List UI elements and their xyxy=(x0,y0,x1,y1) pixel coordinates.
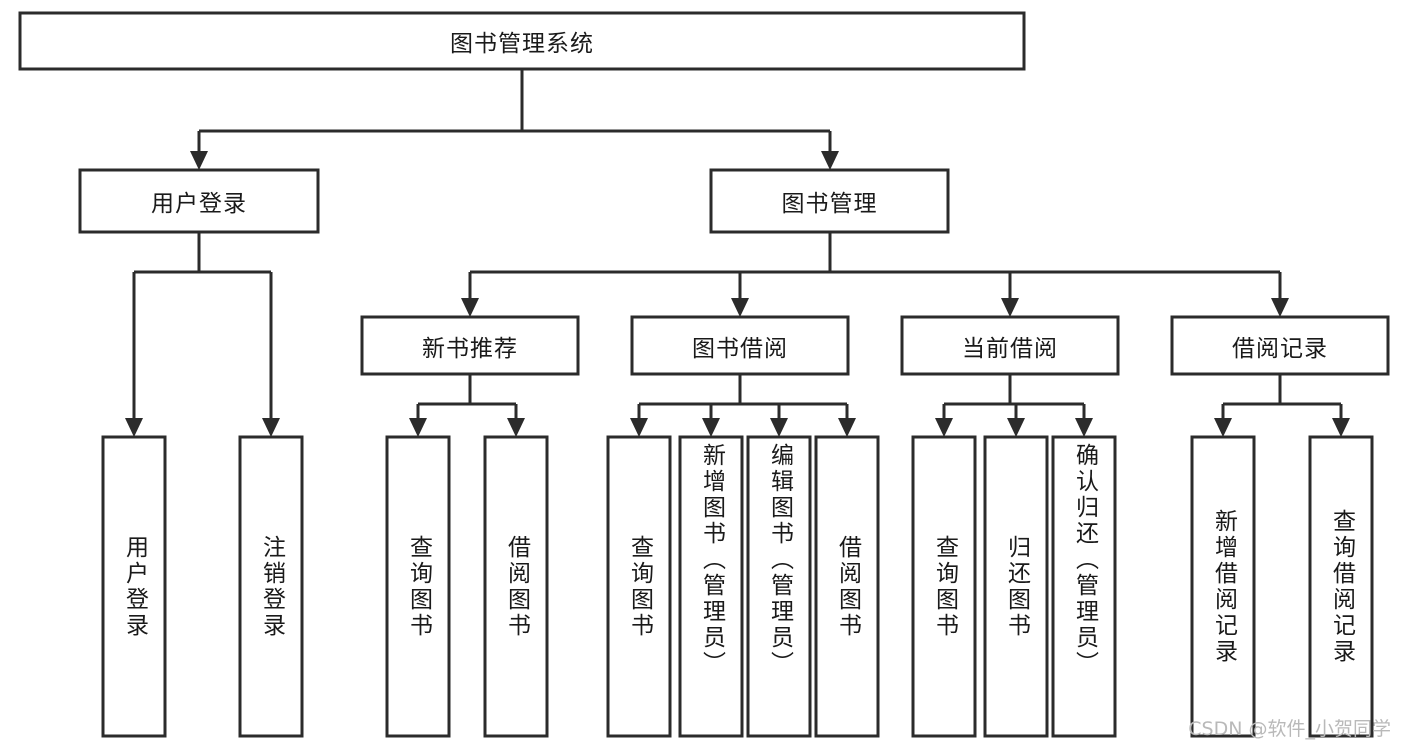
connector-group-new-book-recommend xyxy=(409,374,525,437)
node-box-new-book-recommend[interactable] xyxy=(360,315,580,376)
node-box-leaf-add-book-admin[interactable] xyxy=(678,435,744,738)
node-box-root[interactable] xyxy=(18,11,1026,71)
connector-group-borrow-record xyxy=(1214,374,1350,437)
node-box-leaf-query-borrow-record[interactable] xyxy=(1308,435,1374,738)
node-box-leaf-confirm-return-admin[interactable] xyxy=(1051,435,1117,738)
node-box-leaf-borrow-book[interactable] xyxy=(814,435,880,738)
node-box-book-manage[interactable] xyxy=(709,168,950,234)
node-box-leaf-logout[interactable] xyxy=(238,435,304,738)
node-box-leaf-query-book-current[interactable] xyxy=(911,435,977,738)
node-box-borrow-record[interactable] xyxy=(1170,315,1390,376)
node-box-leaf-return-book[interactable] xyxy=(983,435,1049,738)
node-box-leaf-borrow-book-recommend[interactable] xyxy=(483,435,549,738)
node-box-book-borrow[interactable] xyxy=(630,315,850,376)
connector-group-current-borrow xyxy=(935,374,1093,437)
node-box-leaf-user-login[interactable] xyxy=(101,435,167,738)
node-box-current-borrow[interactable] xyxy=(900,315,1120,376)
connector-group-user-login xyxy=(125,232,280,437)
node-box-leaf-query-book-recommend[interactable] xyxy=(385,435,451,738)
node-box-leaf-add-borrow-record[interactable] xyxy=(1190,435,1256,738)
node-box-leaf-query-book-borrow[interactable] xyxy=(606,435,672,738)
connector-group-root xyxy=(190,69,839,170)
node-box-leaf-edit-book-admin[interactable] xyxy=(746,435,812,738)
connector-group-book-manage xyxy=(461,232,1289,317)
node-box-user-login[interactable] xyxy=(78,168,320,234)
connector-group-book-borrow xyxy=(630,374,856,437)
